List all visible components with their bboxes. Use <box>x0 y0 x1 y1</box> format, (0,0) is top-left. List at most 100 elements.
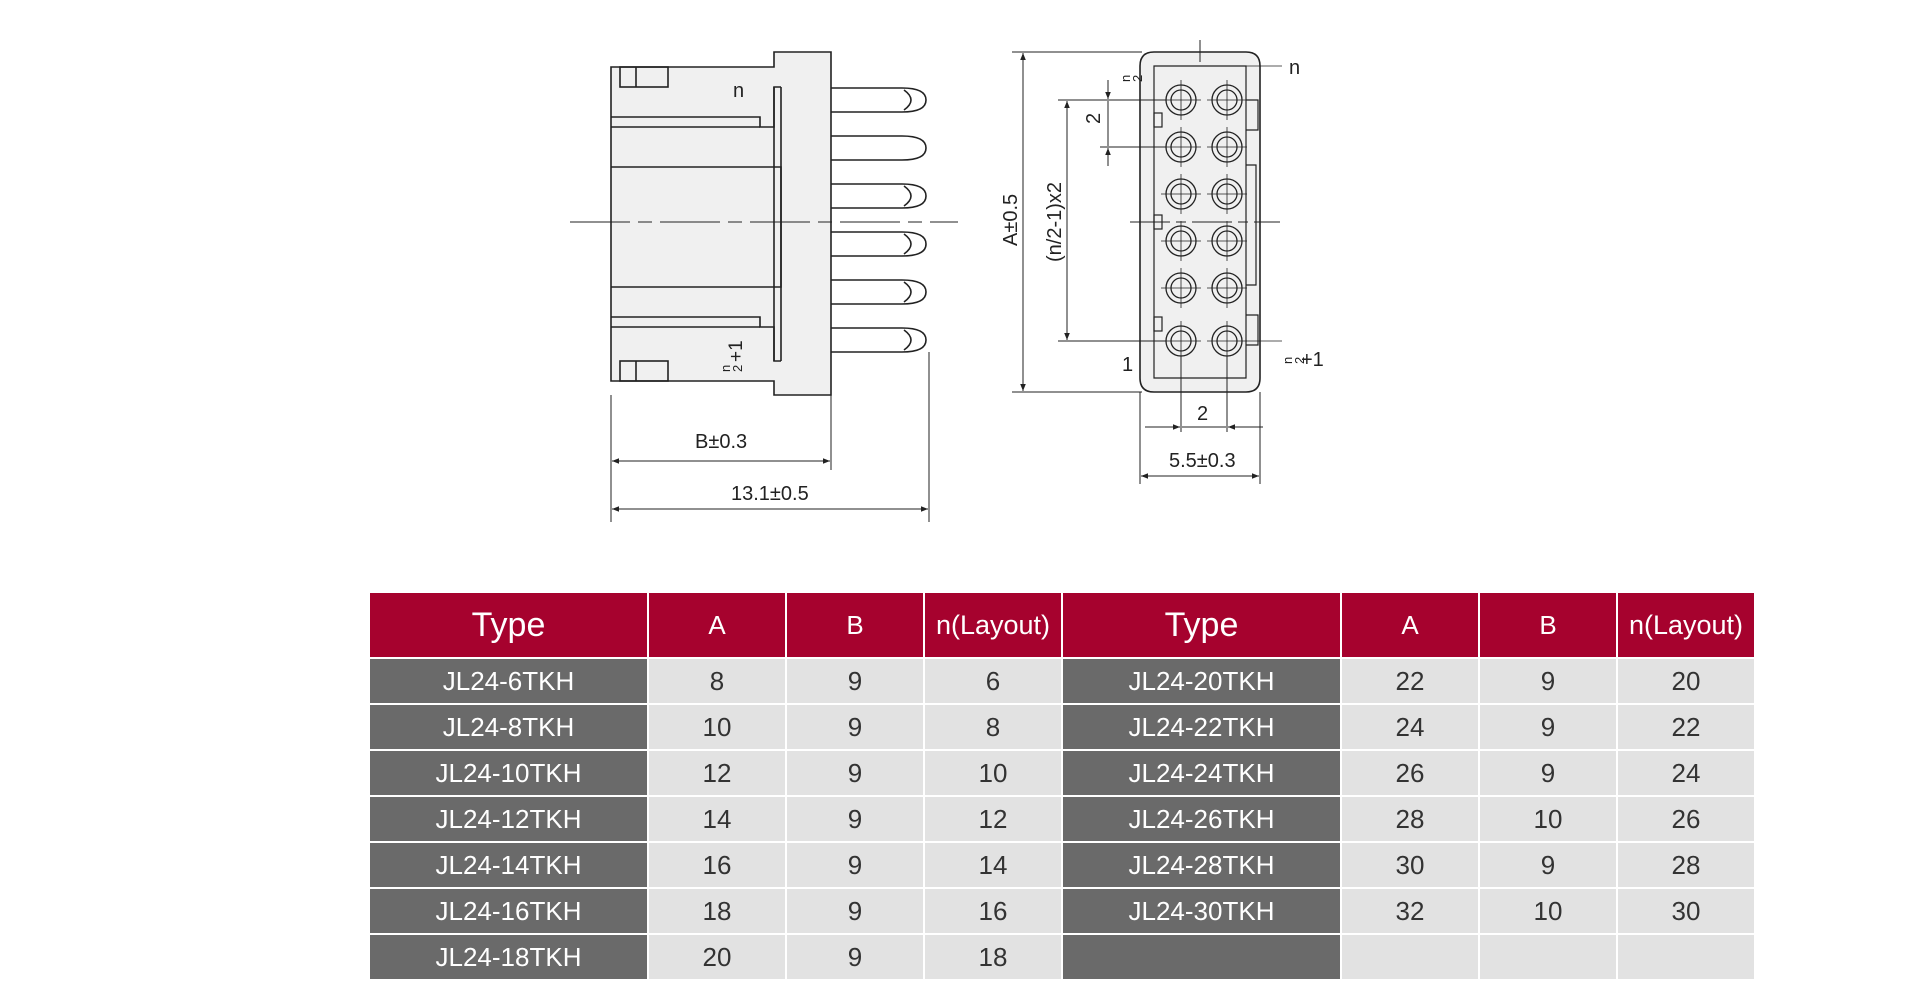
header-a-left: A <box>649 593 785 657</box>
cell-a: 16 <box>649 843 785 887</box>
dim-b-label: B±0.3 <box>695 431 747 453</box>
cell-b: 10 <box>1480 797 1616 841</box>
cell-type: JL24-30TKH <box>1063 889 1340 933</box>
table-row: JL24-12TKH 14 9 12 JL24-26TKH 28 10 26 <box>370 797 1754 841</box>
cell-a: 20 <box>649 935 785 979</box>
cell-type: JL24-18TKH <box>370 935 647 979</box>
cell-a: 12 <box>649 751 785 795</box>
cell-a: 10 <box>649 705 785 749</box>
front-label-n2p1-suffix: +1 <box>1301 349 1324 371</box>
cell-b: 9 <box>1480 705 1616 749</box>
dim-pitch-h-label: 2 <box>1197 403 1208 425</box>
cell-b <box>1480 935 1616 979</box>
front-label-n2-num: n <box>1118 75 1133 82</box>
table-row: JL24-16TKH 18 9 16 JL24-30TKH 32 10 30 <box>370 889 1754 933</box>
cell-b: 9 <box>787 705 923 749</box>
cell-a: 30 <box>1342 843 1478 887</box>
dim-span-label: (n/2-1)x2 <box>1044 182 1066 262</box>
cell-type: JL24-12TKH <box>370 797 647 841</box>
dim-pitch-v-label: 2 <box>1083 113 1105 124</box>
technical-drawing: n n 2 +1 B±0.3 13.1±0.5 <box>570 40 1324 522</box>
side-view <box>570 51 958 522</box>
cell-b: 9 <box>787 843 923 887</box>
cell-n: 8 <box>925 705 1061 749</box>
cell-b: 9 <box>787 751 923 795</box>
cell-a: 22 <box>1342 659 1478 703</box>
front-label-n2p1-num: n <box>1280 357 1295 364</box>
cell-type: JL24-6TKH <box>370 659 647 703</box>
cell-type: JL24-28TKH <box>1063 843 1340 887</box>
cell-type <box>1063 935 1340 979</box>
cell-n: 22 <box>1618 705 1754 749</box>
front-view <box>1012 40 1282 484</box>
cell-n: 18 <box>925 935 1061 979</box>
table-row: JL24-10TKH 12 9 10 JL24-24TKH 26 9 24 <box>370 751 1754 795</box>
table-header: Type A B n(Layout) Type A B n(Layout) <box>370 593 1754 657</box>
cell-b: 9 <box>1480 751 1616 795</box>
cell-type: JL24-26TKH <box>1063 797 1340 841</box>
cell-type: JL24-16TKH <box>370 889 647 933</box>
cell-b: 9 <box>1480 659 1616 703</box>
front-label-1: 1 <box>1122 354 1133 376</box>
table-row: JL24-8TKH 10 9 8 JL24-22TKH 24 9 22 <box>370 705 1754 749</box>
front-label-n: n <box>1289 57 1300 79</box>
cell-b: 9 <box>787 889 923 933</box>
side-pin-label-n2-den: 2 <box>730 365 745 372</box>
side-pin-label-n2-suffix: +1 <box>726 340 747 362</box>
cell-type: JL24-10TKH <box>370 751 647 795</box>
cell-n: 6 <box>925 659 1061 703</box>
cell-a: 24 <box>1342 705 1478 749</box>
cell-n: 16 <box>925 889 1061 933</box>
cell-n: 14 <box>925 843 1061 887</box>
cell-n <box>1618 935 1754 979</box>
table-body: JL24-6TKH 8 9 6 JL24-20TKH 22 9 20 JL24-… <box>370 659 1754 979</box>
dimension-table: Type A B n(Layout) Type A B n(Layout) JL… <box>368 591 1756 981</box>
cell-b: 9 <box>787 659 923 703</box>
cell-n: 26 <box>1618 797 1754 841</box>
cell-type: JL24-8TKH <box>370 705 647 749</box>
table-row: JL24-14TKH 16 9 14 JL24-28TKH 30 9 28 <box>370 843 1754 887</box>
cell-a: 26 <box>1342 751 1478 795</box>
cell-a: 28 <box>1342 797 1478 841</box>
header-a-right: A <box>1342 593 1478 657</box>
cell-a: 32 <box>1342 889 1478 933</box>
cell-b: 9 <box>1480 843 1616 887</box>
cell-n: 20 <box>1618 659 1754 703</box>
cell-type: JL24-24TKH <box>1063 751 1340 795</box>
side-view-latch-bottom <box>619 360 669 382</box>
dim-a-label: A±0.5 <box>1000 194 1022 246</box>
header-type-left: Type <box>370 593 647 657</box>
table-row: JL24-18TKH 20 9 18 <box>370 935 1754 979</box>
front-label-n2-den: 2 <box>1130 75 1145 82</box>
cell-a: 18 <box>649 889 785 933</box>
side-view-housing <box>610 51 832 396</box>
cell-b: 9 <box>787 797 923 841</box>
dim-width-label: 5.5±0.3 <box>1169 450 1236 472</box>
cell-b: 9 <box>787 935 923 979</box>
table-header-row: Type A B n(Layout) Type A B n(Layout) <box>370 593 1754 657</box>
cell-type: JL24-14TKH <box>370 843 647 887</box>
dim-total-label: 13.1±0.5 <box>731 483 809 505</box>
table-row: JL24-6TKH 8 9 6 JL24-20TKH 22 9 20 <box>370 659 1754 703</box>
cell-n: 12 <box>925 797 1061 841</box>
header-b-right: B <box>1480 593 1616 657</box>
cell-b: 10 <box>1480 889 1616 933</box>
cell-n: 30 <box>1618 889 1754 933</box>
cell-type: JL24-20TKH <box>1063 659 1340 703</box>
header-n-left: n(Layout) <box>925 593 1061 657</box>
side-pin-label-n2-num: n <box>718 365 733 372</box>
cell-n: 10 <box>925 751 1061 795</box>
cell-type: JL24-22TKH <box>1063 705 1340 749</box>
header-type-right: Type <box>1063 593 1340 657</box>
cell-n: 28 <box>1618 843 1754 887</box>
header-b-left: B <box>787 593 923 657</box>
side-view-latch-top <box>619 66 669 88</box>
front-label-n2p1-den: 2 <box>1292 357 1307 364</box>
cell-a: 14 <box>649 797 785 841</box>
cell-n: 24 <box>1618 751 1754 795</box>
side-view-contacts <box>831 87 927 353</box>
cell-a: 8 <box>649 659 785 703</box>
cell-a <box>1342 935 1478 979</box>
side-pin-label-n: n <box>733 80 744 102</box>
header-n-right: n(Layout) <box>1618 593 1754 657</box>
